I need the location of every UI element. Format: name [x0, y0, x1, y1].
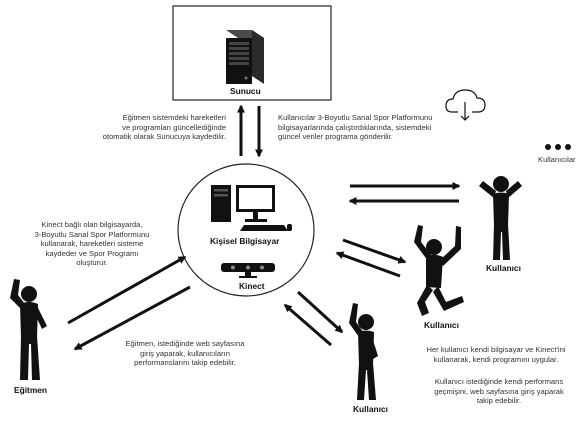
cloud-download-icon — [445, 89, 486, 121]
trainer-figure — [10, 279, 47, 380]
user-1-figure — [479, 176, 522, 260]
note-users-run: Kullanıcılar 3-Boyutlu Sanal Spor Platfo… — [278, 113, 433, 142]
trainer-label: Eğitmen — [14, 385, 48, 395]
user-3-figure — [349, 303, 378, 400]
note-trainer-tracks: Eğitmen, istediğinde web sayfasına giriş… — [125, 339, 245, 368]
computer-label: Kişisel Bilgisayar — [210, 236, 280, 246]
user-2-label: Kullanıcı — [424, 320, 459, 330]
note-user-applies: Her kullanıcı kendi bilgisayar ve Kinect… — [426, 345, 566, 364]
arrow-trainer-to-hub — [67, 255, 187, 325]
arrow-hub-to-user-2 — [342, 238, 407, 264]
arrow-user-2-to-hub — [335, 251, 401, 278]
user-3-label: Kullanıcı — [353, 404, 388, 414]
server-icon — [226, 30, 264, 84]
arrow-user-3-to-hub — [283, 303, 332, 347]
more-users-label: Kullanıcılar — [538, 155, 576, 164]
ellipsis-icon — [545, 144, 571, 150]
user-1-label: Kullanıcı — [486, 263, 521, 273]
kinect-sensor-icon — [221, 263, 275, 278]
kinect-label: Kinect — [239, 281, 265, 291]
arrow-hub-to-user-3 — [296, 290, 344, 334]
note-trainer-saves: Eğitmen sistemdeki hareketleri ve progra… — [102, 113, 226, 142]
arrow-hub-to-trainer — [73, 285, 191, 351]
server-label: Sunucu — [230, 86, 261, 96]
note-trainer-creates: Kinect bağlı olan bilgisayarda, 3-Boyutl… — [34, 220, 150, 268]
desktop-computer-icon — [211, 185, 292, 231]
user-2-figure — [414, 225, 464, 316]
note-user-history: Kullanıcı istediğinde kendi performans g… — [434, 377, 564, 406]
